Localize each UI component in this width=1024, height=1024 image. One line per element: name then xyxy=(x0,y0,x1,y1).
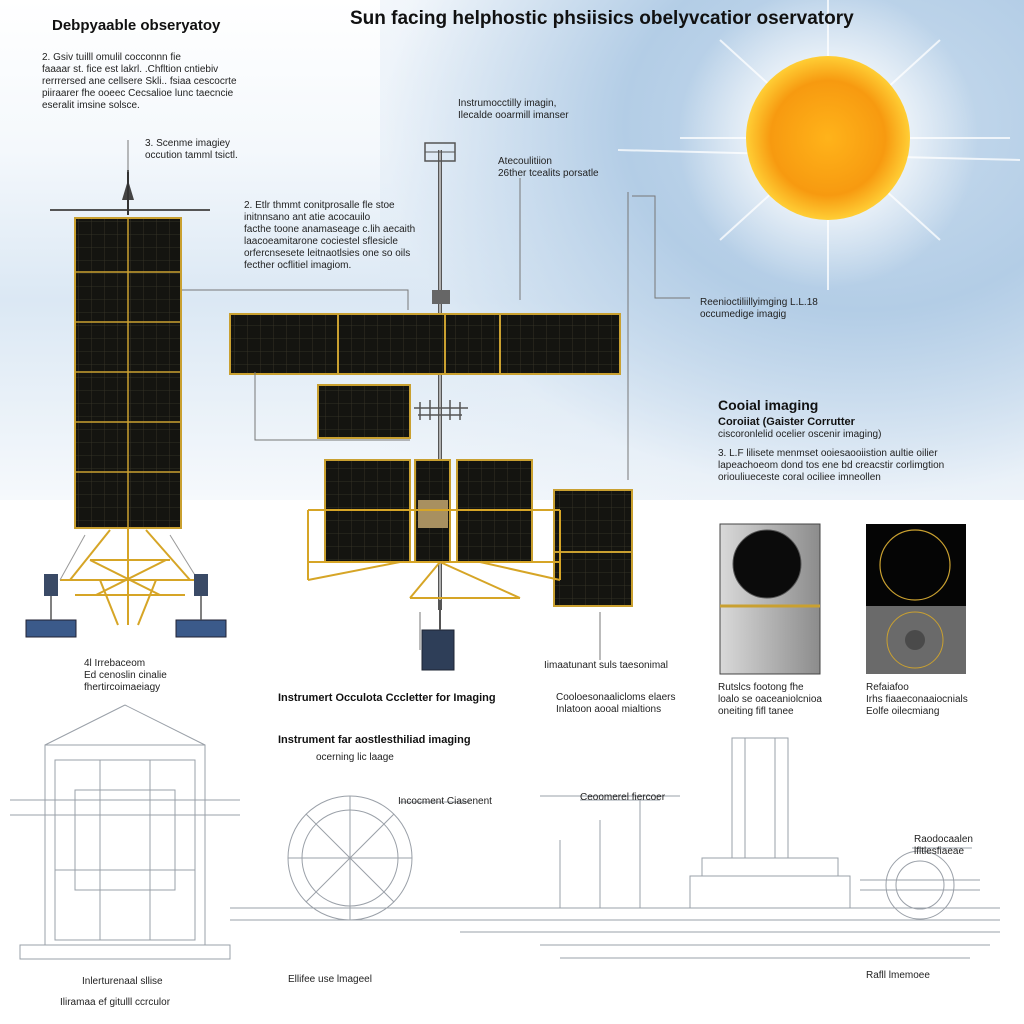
blueprint-title: Instrument far aostlesthiliad imaging xyxy=(278,734,471,746)
central-observatory xyxy=(229,142,633,671)
blueprint-corner-label: Ceoomerel fiercoer xyxy=(580,792,666,803)
panel-1-caption: Rutslcs footong fhe loalo se oaceaniolcn… xyxy=(718,682,822,717)
occultor-note: 3. Scenme imagiey occution tamml tsictl. xyxy=(145,138,238,161)
occulter-disk-icon xyxy=(719,523,966,675)
deployable-tower xyxy=(25,170,227,638)
page-title: Sun facing helphostic phsiisics obelyvca… xyxy=(350,8,854,29)
blueprint-bottom-left-1: Inlerturenaal sllise xyxy=(82,976,163,987)
blueprint-bottom-center: Ellifee use lmageel xyxy=(288,974,372,985)
sun-icon xyxy=(617,0,1021,290)
accumulation-label: Atecoulitiion 26ther tcealits porsatle xyxy=(498,156,599,179)
coronal-subheading-2: ciscoronlelid ocelier oscenir imaging) xyxy=(718,429,882,440)
panel-2-caption: Refaiafoo Irhs fiaaeconaaiocnials Eolfe … xyxy=(866,682,968,717)
top-left-note: 2. Gsiv tuilll omulil cocconnn fie faaaa… xyxy=(42,52,237,111)
center-note: 2. Etlr thmmt conitprosalle fle stoe ini… xyxy=(244,200,416,271)
center-right-note-2: Cooloesonaalicloms elaers Inlatoon aooal… xyxy=(556,692,676,715)
blueprint-drawings xyxy=(10,704,1000,960)
left-bottom-note: 4l Irrebaceom Ed cenoslin cinalie fherti… xyxy=(84,658,167,693)
instrument-top-label: Instrumocctilly imagin, Ilecalde ooarmil… xyxy=(458,98,569,121)
center-right-note: Iimaatunant suls taesonimal xyxy=(544,660,668,671)
blueprint-bottom-right: Rafll lmemoee xyxy=(866,970,930,981)
page-subtitle: Debpyaable obseryatoy xyxy=(52,17,221,34)
right-imaging-label: Reenioctiliillyimging L.L.18 occumedige … xyxy=(700,297,818,320)
coronal-subheading: Coroiiat (Gaister Corrutter xyxy=(718,416,855,428)
blueprint-ruler-label: Incocment Ciasenent xyxy=(398,796,492,807)
antenna-icon xyxy=(424,142,456,304)
occulter-label: Instrumert Occulota Cccletter for Imagin… xyxy=(278,692,496,704)
leader-lines xyxy=(127,140,690,660)
coronal-note: 3. L.F lilisete menmset ooiesaooiistion … xyxy=(718,448,945,483)
blueprint-subtitle: ocerning lic laage xyxy=(316,752,394,763)
blueprint-bottom-left-2: Iliramaa ef gitulll ccrculor xyxy=(60,997,171,1008)
blueprint-right-label: Raodocaalen lfltlesfiaeae xyxy=(914,834,973,857)
coronal-heading: Cooial imaging xyxy=(718,397,819,413)
